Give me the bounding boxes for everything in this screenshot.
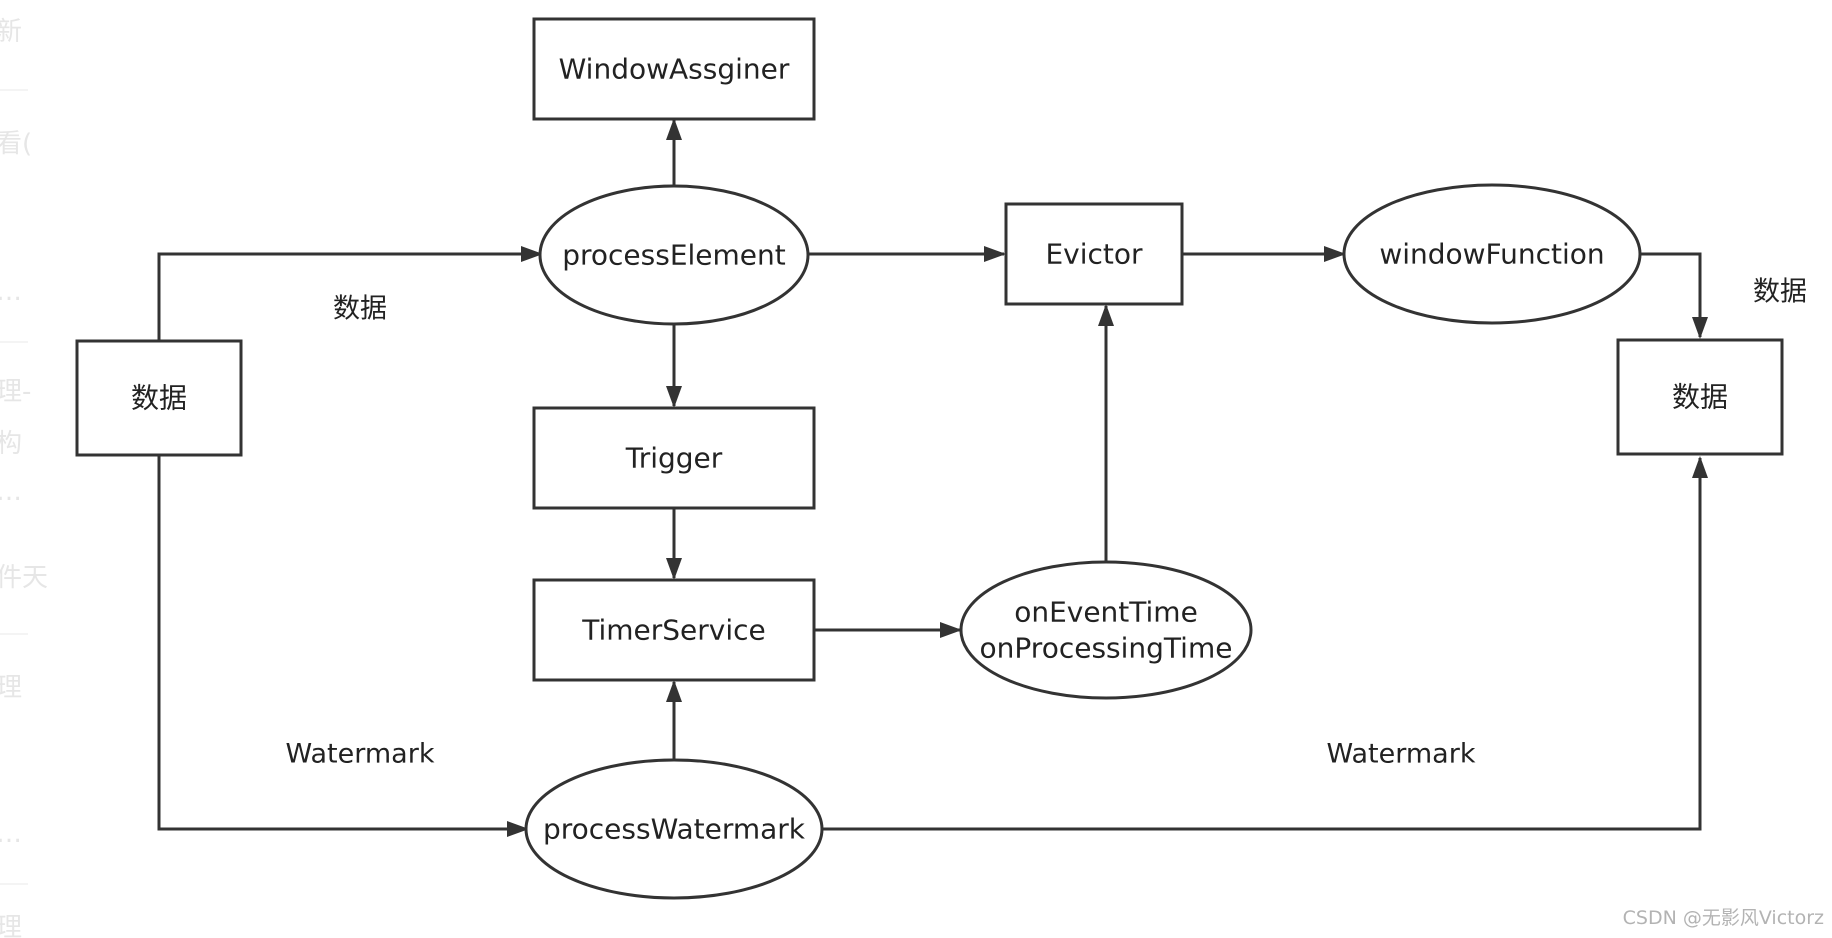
- node-trigger: Trigger: [532, 406, 816, 510]
- node-process-watermark: processWatermark: [524, 758, 824, 900]
- node-window-assigner: WindowAssginer: [532, 17, 816, 121]
- sidebar-ghost-char: 理: [0, 913, 22, 938]
- node-window-function-label: windowFunction: [1379, 238, 1604, 271]
- node-source-data-label: 数据: [131, 382, 187, 415]
- sidebar-ghost-char: 理: [0, 673, 22, 703]
- sidebar-ghost-char: 新: [0, 17, 22, 47]
- node-timer-service-label: TimerService: [581, 614, 766, 647]
- node-process-element: processElement: [538, 184, 810, 326]
- edge-source-to-process-watermark: [157, 455, 529, 837]
- node-process-element-label: processElement: [562, 239, 786, 272]
- sidebar-ghost-char: …: [0, 277, 22, 307]
- sidebar-ghost-char: …: [0, 819, 22, 849]
- csdn-watermark: CSDN @无影风Victorz: [1623, 907, 1824, 929]
- sidebar-ghost-char: 件天: [0, 563, 48, 593]
- node-window-assigner-label: WindowAssginer: [559, 53, 790, 86]
- node-window-function: windowFunction: [1342, 183, 1642, 325]
- node-sink-data-label: 数据: [1672, 381, 1728, 414]
- sidebar-ghost-char: 理-: [0, 377, 31, 407]
- edge-label-sink-data: 数据: [1753, 277, 1807, 308]
- edge-source-to-process-element: [157, 246, 543, 341]
- edge-label-sink-watermark: Watermark: [1327, 739, 1476, 770]
- edge-label-source-watermark: Watermark: [286, 739, 435, 770]
- sidebar-ghost-char: 构: [0, 429, 22, 459]
- node-timer-callbacks: onEventTime onProcessingTime: [959, 560, 1253, 700]
- sidebar-ghost: 新 看( … 理- 构 … 件天 理 … 理: [0, 17, 48, 938]
- node-evictor-label: Evictor: [1045, 238, 1143, 271]
- sidebar-ghost-char: …: [0, 477, 22, 507]
- node-process-watermark-label: processWatermark: [543, 813, 806, 846]
- node-trigger-label: Trigger: [625, 442, 723, 475]
- sidebar-ghost-char: 看(: [0, 129, 32, 159]
- edge-window-function-to-sink: [1640, 252, 1708, 339]
- node-on-event-time-label: onEventTime: [1014, 596, 1198, 629]
- node-evictor: Evictor: [1004, 202, 1184, 306]
- node-source-data: 数据: [75, 339, 243, 457]
- node-on-processing-time-label: onProcessingTime: [980, 632, 1233, 665]
- edge-label-source-data: 数据: [333, 294, 387, 325]
- edge-process-watermark-to-sink: [823, 456, 1708, 831]
- edges: [157, 118, 1708, 837]
- node-timer-service: TimerService: [532, 578, 816, 682]
- node-sink-data: 数据: [1616, 338, 1784, 456]
